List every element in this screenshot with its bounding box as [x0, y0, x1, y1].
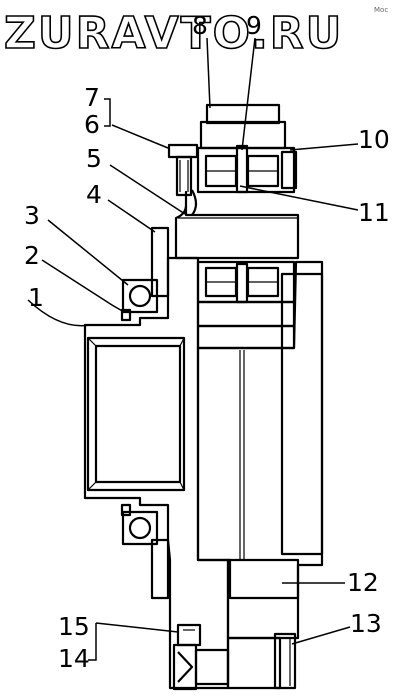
callout-7: 7	[84, 83, 100, 112]
callout-9: 9	[246, 11, 262, 40]
upper-bearing	[196, 144, 298, 194]
part-4-flange-upper	[150, 226, 170, 298]
callout-6: 6	[84, 110, 100, 139]
part-14-washer	[172, 643, 230, 691]
callout-labels: 1 2 3 4 5 6 7 8 9 10 11 12 13 15 14	[24, 11, 390, 673]
bearing-cap-plate	[196, 324, 296, 350]
callout-8: 8	[192, 11, 208, 40]
callout-5: 5	[86, 144, 102, 173]
part-6-bolt	[167, 143, 199, 197]
part-4-flange-lower	[150, 538, 170, 600]
part-3-ball-bearing-lower	[120, 503, 159, 546]
corner-mark: Мос	[374, 6, 388, 14]
part-12-lower-body	[226, 558, 300, 690]
callout-12: 12	[347, 568, 379, 597]
part-13-bottom-bolt	[273, 632, 297, 690]
callout-4: 4	[86, 180, 102, 209]
part-5-spindle	[174, 189, 300, 260]
part-3-ball-bearing-upper	[120, 278, 159, 322]
callout-15: 15	[58, 612, 90, 641]
brake-drum	[196, 260, 324, 600]
callout-11: 11	[358, 198, 390, 227]
callout-3: 3	[24, 201, 40, 230]
callout-1: 1	[28, 283, 44, 312]
callout-2: 2	[24, 241, 40, 270]
bearing-cap-ring	[196, 300, 296, 328]
callout-14: 14	[58, 644, 90, 673]
callout-10: 10	[358, 125, 390, 154]
middle-bearing	[196, 260, 296, 304]
part-15-nut	[176, 623, 202, 647]
part-1-hub-body	[83, 256, 230, 690]
callout-13: 13	[350, 609, 382, 638]
leader-lines	[27, 37, 359, 661]
watermark-text: ZURAVTO.RU	[4, 8, 343, 59]
